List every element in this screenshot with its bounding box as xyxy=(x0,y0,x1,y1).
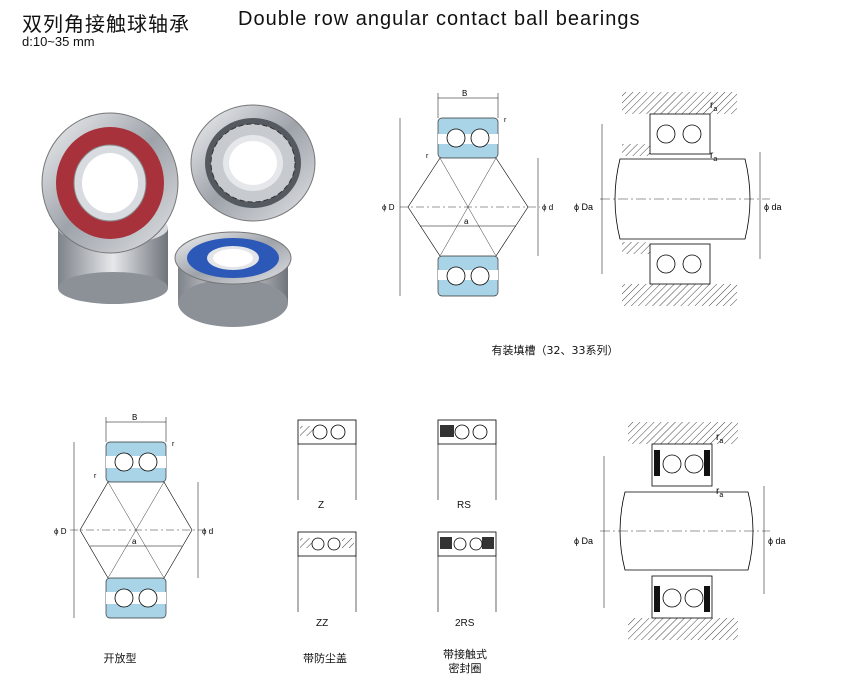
dim-a: a xyxy=(132,537,137,546)
dim-B: B xyxy=(132,413,137,422)
dim-D: ϕ D xyxy=(54,527,67,536)
label-z: Z xyxy=(318,500,325,511)
radius-ra1: ra xyxy=(710,100,717,113)
caption-seal-line2: 密封圈 xyxy=(448,662,482,675)
cross-section-filling-slot: B a ϕ D ϕ d r r xyxy=(382,89,553,297)
caption-seal-line1: 带接触式 xyxy=(443,648,487,661)
dim-B: B xyxy=(462,89,467,98)
bearing-blue-seal xyxy=(174,231,292,327)
label-2rs: 2RS xyxy=(455,618,475,629)
dim-a: a xyxy=(464,217,469,226)
page-title-en: Double row angular contact ball bearings xyxy=(238,8,641,30)
bearing-red-seal xyxy=(41,112,179,254)
mounting-diagram-top: ϕ Da ϕ da ra ra xyxy=(574,92,782,306)
label-zz: ZZ xyxy=(316,618,329,629)
dim-D: ϕ D xyxy=(382,203,395,212)
seal-variant-2rs xyxy=(437,531,497,612)
dim-da: ϕ da xyxy=(764,202,782,212)
bearing-open-cage xyxy=(190,104,316,222)
dim-Da: ϕ Da xyxy=(574,202,593,212)
size-range: d:10~35 mm xyxy=(22,34,95,49)
page-title-cn: 双列角接触球轴承 xyxy=(22,12,190,36)
dim-da: ϕ da xyxy=(768,536,786,546)
dim-d: ϕ d xyxy=(542,203,553,212)
bearing-photo xyxy=(41,104,316,327)
dim-Da: ϕ Da xyxy=(574,536,593,546)
radius-r2: r xyxy=(94,473,97,480)
radius-r1: r xyxy=(172,441,175,448)
mounting-diagram-bottom: ϕ Da ϕ da ra ra xyxy=(574,422,786,640)
caption-shield: 带防尘盖 xyxy=(303,652,347,665)
seal-variant-rs xyxy=(437,419,497,500)
radius-ra1: ra xyxy=(716,432,723,445)
radius-r2: r xyxy=(426,153,429,160)
radius-ra2: ra xyxy=(710,150,717,163)
label-rs: RS xyxy=(457,500,471,511)
radius-ra2: ra xyxy=(716,486,723,499)
cross-section-open-type: B a ϕ D ϕ d r r xyxy=(54,413,213,619)
caption-open-type: 开放型 xyxy=(103,652,137,665)
caption-filling-slot: 有装填槽（32、33系列） xyxy=(491,344,619,357)
dim-d: ϕ d xyxy=(202,527,213,536)
seal-variant-z xyxy=(297,419,357,500)
radius-r1: r xyxy=(504,117,507,124)
seal-variant-zz xyxy=(297,531,357,612)
